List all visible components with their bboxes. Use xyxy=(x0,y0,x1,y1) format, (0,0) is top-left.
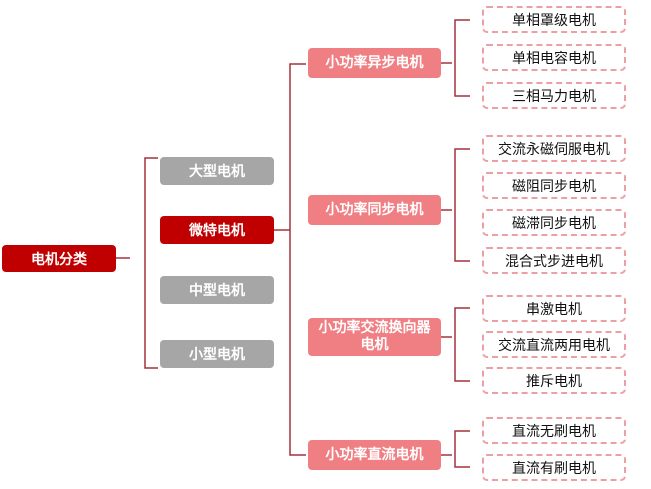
leaf-node: 交流永磁伺服电机 xyxy=(482,135,626,162)
node-small-motor: 小型电机 xyxy=(160,340,274,368)
leaf-node: 单相罩级电机 xyxy=(482,6,626,33)
leaf-node: 直流无刷电机 xyxy=(482,417,626,444)
leaf-node: 混合式步进电机 xyxy=(482,247,626,274)
leaf-node: 磁阻同步电机 xyxy=(482,172,626,199)
node-medium-motor: 中型电机 xyxy=(160,276,274,304)
node-micro-motor: 微特电机 xyxy=(160,216,274,244)
root-node: 电机分类 xyxy=(2,245,116,272)
leaf-node: 直流有刷电机 xyxy=(482,454,626,481)
group-ac-commutator: 小功率交流换向器电机 xyxy=(308,318,441,356)
leaf-node: 三相马力电机 xyxy=(482,82,626,109)
leaf-node: 串激电机 xyxy=(482,295,626,322)
group-dc: 小功率直流电机 xyxy=(308,440,441,470)
leaf-node: 磁滞同步电机 xyxy=(482,209,626,236)
node-large-motor: 大型电机 xyxy=(160,157,274,185)
group-async: 小功率异步电机 xyxy=(308,48,441,78)
leaf-node: 交流直流两用电机 xyxy=(482,331,626,358)
leaf-node: 推斥电机 xyxy=(482,367,626,394)
leaf-node: 单相电容电机 xyxy=(482,44,626,71)
group-sync: 小功率同步电机 xyxy=(308,195,441,225)
